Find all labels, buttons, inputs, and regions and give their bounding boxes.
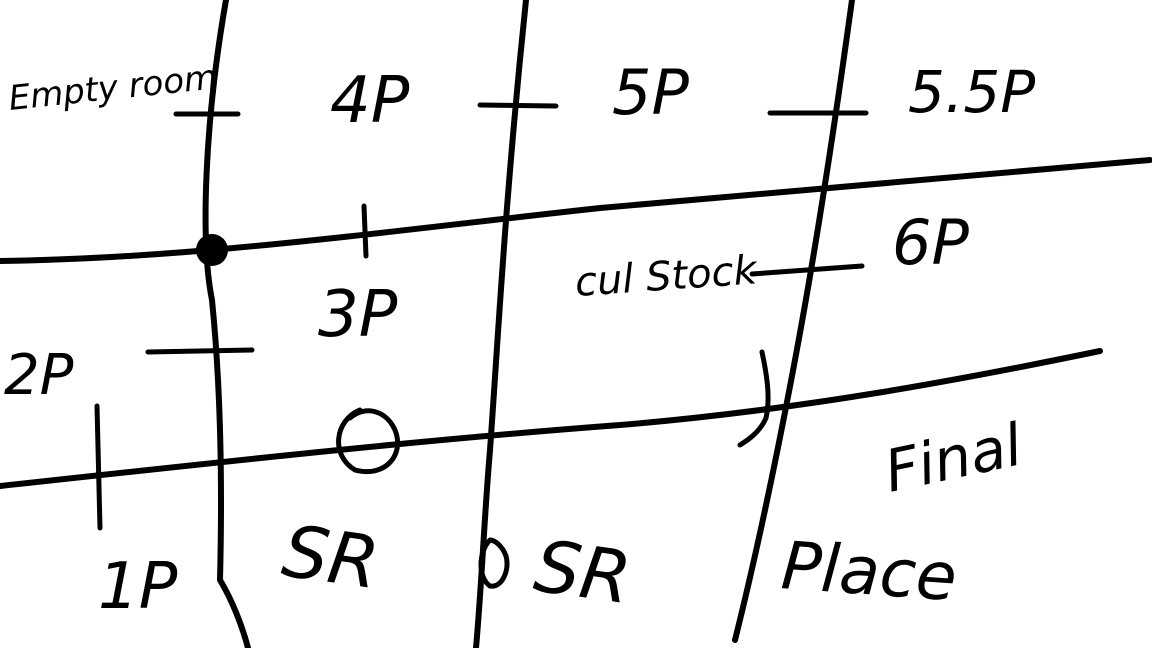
tick-4p	[477, 102, 559, 109]
label-6p: 6P	[892, 206, 969, 279]
tick-1p-vertical	[94, 403, 103, 531]
label-55p: 5.5P	[908, 58, 1035, 126]
left-vertical-line	[202, 0, 251, 648]
label-2p: 2P	[4, 343, 74, 408]
tick-final-vertical	[737, 349, 771, 448]
tick-3p-vertical	[361, 203, 369, 259]
circle-marker-left	[336, 407, 401, 474]
label-sr-left: SR	[278, 509, 384, 606]
label-place: Place	[779, 527, 959, 616]
label-final: Final	[879, 411, 1028, 506]
label-5p: 5P	[612, 56, 689, 129]
tick-2p	[145, 347, 255, 355]
circle-marker-middle	[478, 537, 510, 589]
label-4p: 4P	[330, 64, 410, 138]
label-cul-stock: cul Stock	[573, 247, 759, 306]
right-vertical-line	[732, 0, 855, 643]
label-3p: 3P	[318, 278, 398, 352]
label-sr-right: SR	[530, 524, 636, 621]
tick-6p	[749, 263, 865, 277]
label-empty-room: Empty room	[7, 57, 219, 119]
bottom-horizontal-line	[0, 348, 1103, 489]
label-1p: 1P	[98, 550, 178, 624]
junction-dot	[196, 234, 228, 266]
top-horizontal-line	[0, 157, 1152, 264]
